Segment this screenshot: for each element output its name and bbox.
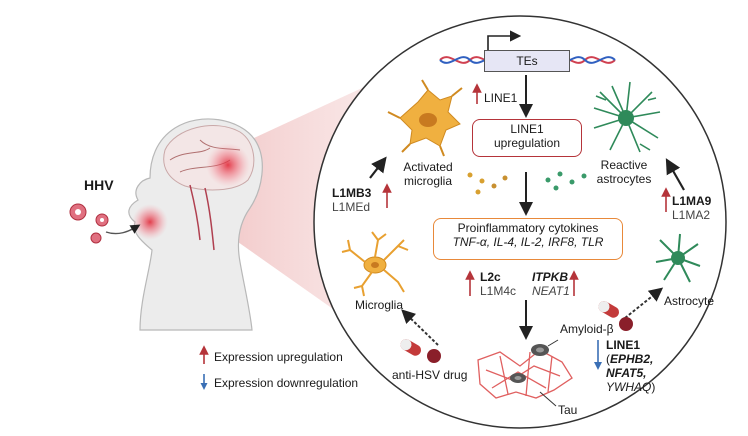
l1mb3-label: L1MB3: [332, 186, 372, 200]
amyloid-label: Amyloid-β: [560, 322, 614, 336]
cytokines-title: Proinflammatory cytokines: [457, 221, 599, 235]
human-head: [128, 118, 263, 331]
line1-down-genes-1: (EPHB2,: [606, 352, 653, 366]
activated-microglia-label-1: Activated: [403, 160, 453, 174]
drug-to-astrocyte-arrow: [624, 287, 664, 319]
microglia-label: Microglia: [354, 298, 404, 312]
legend-up-label: Expression upregulation: [214, 350, 343, 364]
anti-hsv-drug-label: anti-HSV drug: [392, 368, 468, 382]
gene-nfat5: NFAT5,: [606, 366, 647, 380]
infection-arrow: [105, 224, 141, 235]
astrocyte-cell: [655, 233, 701, 283]
activated-microglia-cell: [387, 79, 463, 157]
pill-icon: [400, 339, 441, 363]
down-arrow-icon: [594, 340, 602, 370]
neat1-label: NEAT1: [532, 284, 570, 298]
tau-tangles: [477, 349, 573, 399]
transcription-start-arrow: [487, 30, 522, 50]
l1ma2-label: L1MA2: [672, 208, 711, 222]
tau-label: Tau: [558, 403, 578, 417]
legend-down-arrow-icon: [200, 374, 208, 390]
astrocyte-label: Astrocyte: [664, 294, 715, 308]
line1-up-label: LINE1: [484, 91, 518, 105]
l2c-label: L2c: [480, 270, 501, 284]
virus-icon: [69, 203, 109, 244]
gene-ephb2: EPHB2,: [610, 352, 654, 366]
paren-open: (: [606, 352, 610, 366]
reactive-astrocyte-cell: [593, 81, 661, 153]
line1-down-genes-3: YWHAQ): [606, 380, 655, 394]
activated-microglia-label-2: microglia: [403, 174, 453, 188]
cytokines-box: Proinflammatory cytokines TNF-α, IL-4, I…: [433, 218, 623, 260]
l1m4c-label: L1M4c: [480, 284, 517, 298]
itpkb-label: ITPKB: [532, 270, 568, 284]
l1ma9-label: L1MA9: [672, 194, 712, 208]
line1-upregulation-line1: LINE1: [510, 122, 544, 136]
tes-box: TEs: [484, 50, 570, 72]
arrow-to-reactive-astrocytes: [665, 158, 685, 191]
pathogen-label: HHV: [84, 177, 114, 193]
gene-ywhaq: YWHAQ: [606, 380, 652, 394]
line1-down-label: LINE1: [606, 338, 641, 352]
amyloid-plaque: [510, 344, 549, 383]
paren-close: ): [651, 380, 656, 394]
drug-to-microglia-arrow: [401, 309, 439, 346]
line1-upregulation-line2: upregulation: [493, 136, 561, 150]
microglia-cell: [341, 231, 409, 297]
amyloid-pointer: [547, 339, 559, 347]
legend-down-label: Expression downregulation: [214, 376, 359, 390]
reactive-astrocytes-label-1: Reactive: [600, 158, 648, 172]
cytokine-dots: [467, 171, 587, 195]
reactive-astrocytes-label-2: astrocytes: [596, 172, 652, 186]
tau-pointer: [539, 391, 557, 407]
cytokines-genes: TNF-α, IL-4, IL-2, IRF8, TLR: [452, 235, 604, 249]
pill-icon: [598, 301, 633, 331]
line1-upregulation-box: LINE1 upregulation: [472, 119, 582, 157]
l1med-label: L1MEd: [332, 200, 371, 214]
arrow-to-activated-microglia: [369, 156, 387, 179]
